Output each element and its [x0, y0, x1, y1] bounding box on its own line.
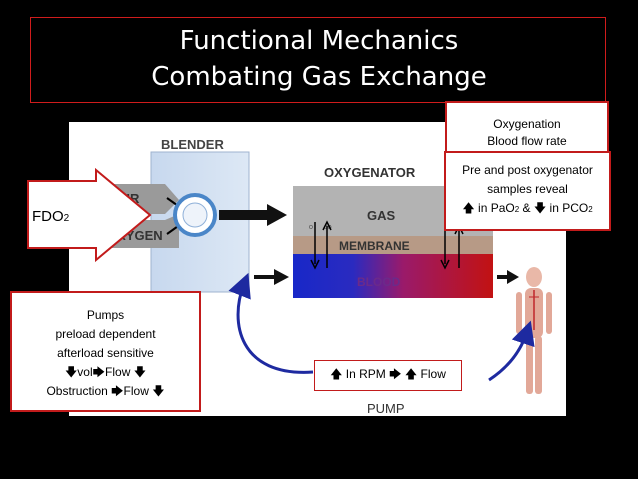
right-arrow-icon: 🡆	[111, 384, 124, 398]
down-arrow-icon: 🡇	[64, 365, 78, 379]
pump-label: PUMP	[367, 401, 405, 416]
right-arrow-icon: 🡆	[92, 365, 106, 379]
oxygenation-line2: Blood flow rate	[487, 134, 567, 148]
down-arrow-icon: 🡇	[133, 365, 147, 379]
fdo2-arrow-callout: FDO2	[27, 168, 152, 263]
up-arrow-icon: 🡅	[462, 201, 475, 215]
up-arrow-icon: 🡅	[404, 367, 418, 381]
oxygenator-label: OXYGENATOR	[324, 165, 416, 180]
mixer-center	[182, 202, 208, 228]
return-arrow-right	[488, 320, 535, 382]
fdo2-label: FDO2	[32, 208, 70, 225]
blood-outflow-arrow	[497, 270, 519, 284]
pumps-line2: preload dependent	[55, 327, 156, 341]
pumps-callout: Pumps preload dependent afterload sensit…	[10, 291, 201, 412]
blood-label: BLOOD	[357, 275, 401, 289]
co2-small-label: CO	[324, 225, 332, 231]
up-arrow-icon: 🡅	[330, 367, 343, 381]
rpm-callout: 🡅 In RPM 🡆 🡅 Flow	[314, 360, 462, 391]
oxygenation-line1: Oxygenation	[493, 117, 561, 131]
down-arrow-icon: 🡇	[152, 384, 165, 398]
blood-inflow-arrow	[254, 269, 289, 285]
title-box	[30, 17, 606, 103]
blender-label: BLENDER	[161, 137, 224, 152]
o2-small-label: O	[309, 225, 313, 231]
return-arrow-left	[228, 272, 314, 374]
pumps-line3: afterload sensitive	[57, 346, 154, 360]
o2-exchange-arrow-2	[440, 226, 450, 270]
gas-flow-arrowhead	[267, 204, 287, 226]
samples-callout: Pre and post oxygenator samples reveal 🡅…	[444, 151, 611, 231]
right-arrow-icon: 🡆	[389, 367, 402, 381]
pumps-line4: 🡇vol🡆Flow 🡇	[64, 365, 147, 379]
pumps-line1: Pumps	[86, 308, 125, 322]
down-arrow-icon: 🡇	[533, 201, 547, 215]
samples-line1: Pre and post oxygenator	[462, 163, 593, 177]
o2-exchange-arrow	[310, 222, 320, 270]
co2-exchange-arrow	[322, 220, 332, 268]
oxygenation-callout: Oxygenation Blood flow rate	[445, 101, 609, 153]
membrane-layer	[293, 236, 493, 254]
patient-figure	[516, 267, 552, 394]
samples-line3: 🡅 in PaO2 & 🡇 in PCO2	[462, 201, 593, 215]
samples-line2: samples reveal	[487, 182, 568, 196]
pumps-line5: Obstruction 🡆Flow 🡇	[46, 384, 165, 398]
title-line-1: Functional Mechanics	[179, 26, 459, 56]
title-line-2: Combating Gas Exchange	[151, 62, 487, 92]
gas-label: GAS	[367, 208, 396, 223]
membrane-label: MEMBRANE	[339, 239, 410, 253]
gas-flow-bar	[219, 210, 267, 220]
